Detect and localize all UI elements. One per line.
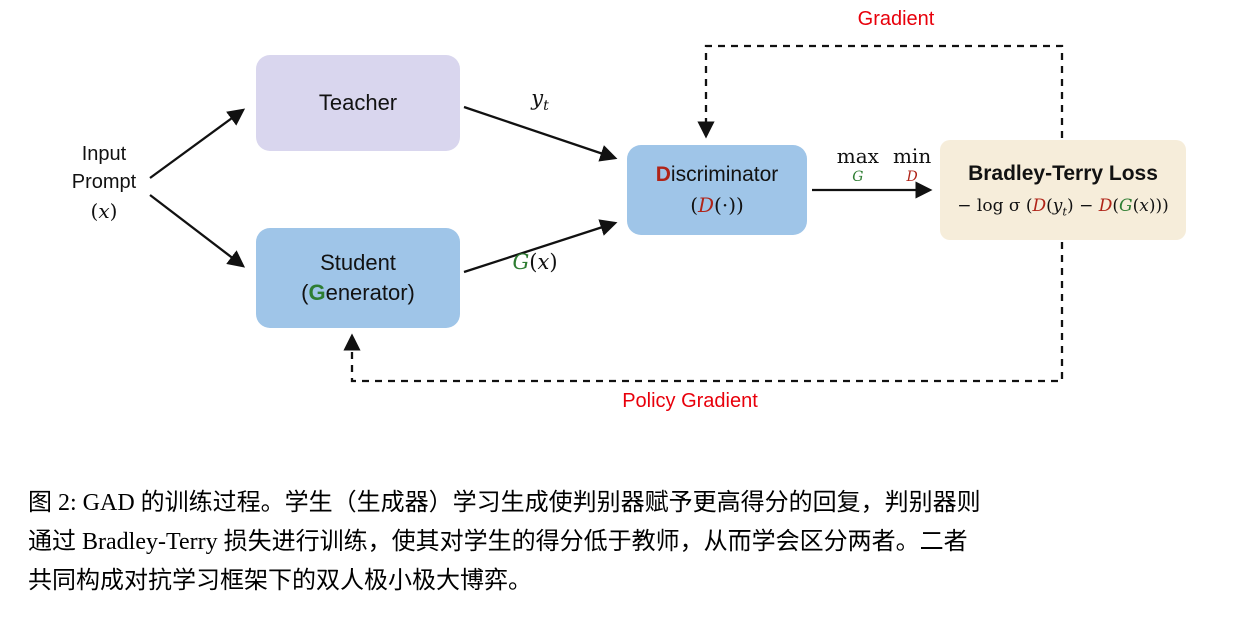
max-operator: max G: [837, 146, 879, 184]
dashed-policy-gradient-path: [343, 242, 1064, 383]
student-node: Student (Generator): [256, 228, 460, 328]
text-segment: D: [698, 193, 715, 218]
text-segment: enerator): [325, 280, 415, 305]
text-segment: (: [529, 250, 538, 274]
text-segment: ))): [1148, 196, 1169, 217]
text-segment: (: [90, 198, 99, 223]
edge-label-yt: yt: [505, 86, 575, 114]
dashed-gradient-feedback-path: [697, 44, 1064, 139]
text-segment: − log: [957, 196, 1009, 217]
text-segment: (: [690, 193, 698, 218]
max-subscript-g: G: [852, 170, 863, 184]
student-label-line2: (Generator): [301, 278, 415, 308]
text-segment: t: [543, 98, 549, 115]
policy-gradient-label: Policy Gradient: [622, 390, 758, 412]
text-segment: σ: [1008, 196, 1021, 217]
input-prompt-label: Input Prompt (x): [45, 140, 163, 225]
caption-line-1: 图 2: GAD 的训练过程。学生（生成器）学习生成使判别器赋予更高得分的回复，…: [28, 490, 981, 516]
minimax-operator-label: max G min D: [828, 146, 940, 184]
text-segment: G: [308, 280, 326, 305]
text-segment: D: [906, 169, 918, 185]
discriminator-math: (D(·)): [690, 192, 744, 219]
teacher-node: Teacher: [256, 55, 460, 151]
min-subscript-d: D: [906, 170, 917, 184]
figure-caption: 图 2: GAD 的训练过程。学生（生成器）学习生成使判别器赋予更高得分的回复，…: [28, 484, 1220, 601]
gradient-label: Gradient: [857, 8, 935, 30]
student-label-line1: Student: [320, 250, 396, 276]
diagram-arrows-layer: [149, 44, 1064, 383]
text-segment: (: [1020, 196, 1033, 217]
text-segment: G: [512, 250, 530, 274]
caption-line-3: 共同构成对抗学习框架下的双人极小极大博弈。: [28, 568, 532, 594]
arrow-teacher-to-discriminator: [463, 105, 618, 162]
text-segment: y: [531, 86, 544, 110]
arrow-input-to-student: [149, 194, 246, 268]
max-text: max: [836, 144, 879, 168]
text-segment: G: [1119, 196, 1133, 217]
arrow-input-to-teacher: [149, 108, 246, 179]
text-segment: x: [537, 250, 550, 274]
text-segment: y: [1052, 196, 1063, 217]
text-segment: ) −: [1067, 196, 1099, 217]
teacher-label: Teacher: [318, 90, 398, 116]
text-segment: (: [1046, 196, 1053, 217]
input-prompt-x: (x): [45, 197, 163, 225]
loss-formula: − log σ (D(yt) − D(G(x))): [957, 195, 1169, 220]
min-text: min: [892, 144, 932, 168]
text-segment: G: [852, 169, 864, 185]
bradley-terry-loss-node: Bradley-Terry Loss − log σ (D(yt) − D(G(…: [940, 140, 1186, 240]
input-prompt-line1: Input: [81, 143, 127, 165]
text-segment: (: [1132, 196, 1140, 217]
min-operator: min D: [893, 146, 931, 184]
text-segment: x: [98, 198, 110, 223]
text-segment: iscriminator: [670, 162, 779, 186]
arrow-student-to-discriminator: [463, 219, 618, 274]
text-segment: (: [301, 280, 309, 305]
caption-line-2: 通过 Bradley-Terry 损失进行训练，使其对学生的得分低于教师，从而学…: [28, 529, 968, 555]
text-segment: ): [549, 250, 558, 274]
loss-title: Bradley-Terry Loss: [968, 161, 1158, 185]
text-segment: D: [655, 162, 671, 186]
text-segment: t: [1062, 204, 1068, 219]
text-segment: (·)): [714, 193, 744, 218]
discriminator-node: Discriminator (D(·)): [627, 145, 807, 235]
edge-label-gx: G(x): [490, 250, 580, 274]
discriminator-label: Discriminator: [656, 161, 779, 189]
text-segment: ): [109, 198, 118, 223]
text-segment: x: [1139, 196, 1149, 217]
input-prompt-line2: Prompt: [71, 171, 137, 194]
text-segment: (: [1112, 196, 1120, 217]
text-segment: D: [1098, 196, 1113, 217]
text-segment: D: [1032, 196, 1047, 217]
